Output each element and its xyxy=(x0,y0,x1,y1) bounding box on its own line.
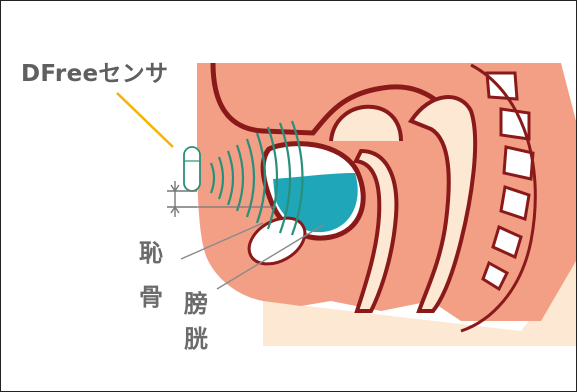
pubic-bone-label-2: 骨 xyxy=(139,277,163,312)
pubic-bone-label-1: 恥 xyxy=(139,233,163,268)
sensor-leader-line xyxy=(117,93,173,147)
bladder-label-2: 胱 xyxy=(184,319,208,354)
sensor-device-icon xyxy=(184,147,200,191)
bladder-label-1: 膀 xyxy=(184,284,208,319)
sensor-label: DFreeセンサ xyxy=(21,54,168,88)
